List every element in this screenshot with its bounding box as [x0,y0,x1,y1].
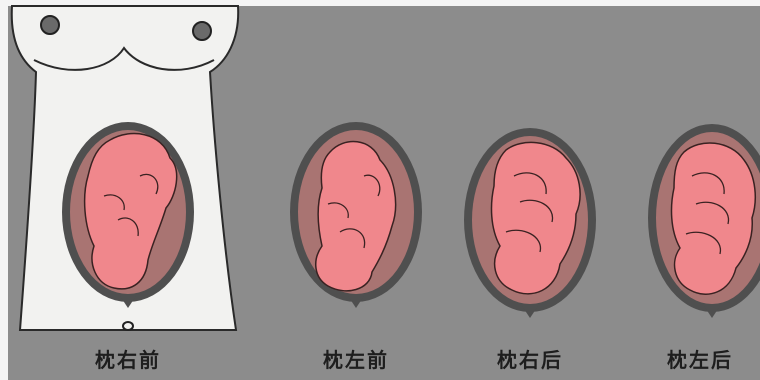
label-loa-2: 枕左前 [296,344,416,373]
right-nipple [193,22,211,40]
left-nipple [41,16,59,34]
label-lop-4: 枕左后 [640,344,760,373]
uterus-lop-panel-4 [648,124,760,318]
label-rop-3: 枕右后 [470,344,590,373]
label-rop-1: 枕右前 [68,344,188,373]
uterus-loa-panel-2 [290,122,422,308]
uterus-rop-panel-3 [464,128,596,318]
